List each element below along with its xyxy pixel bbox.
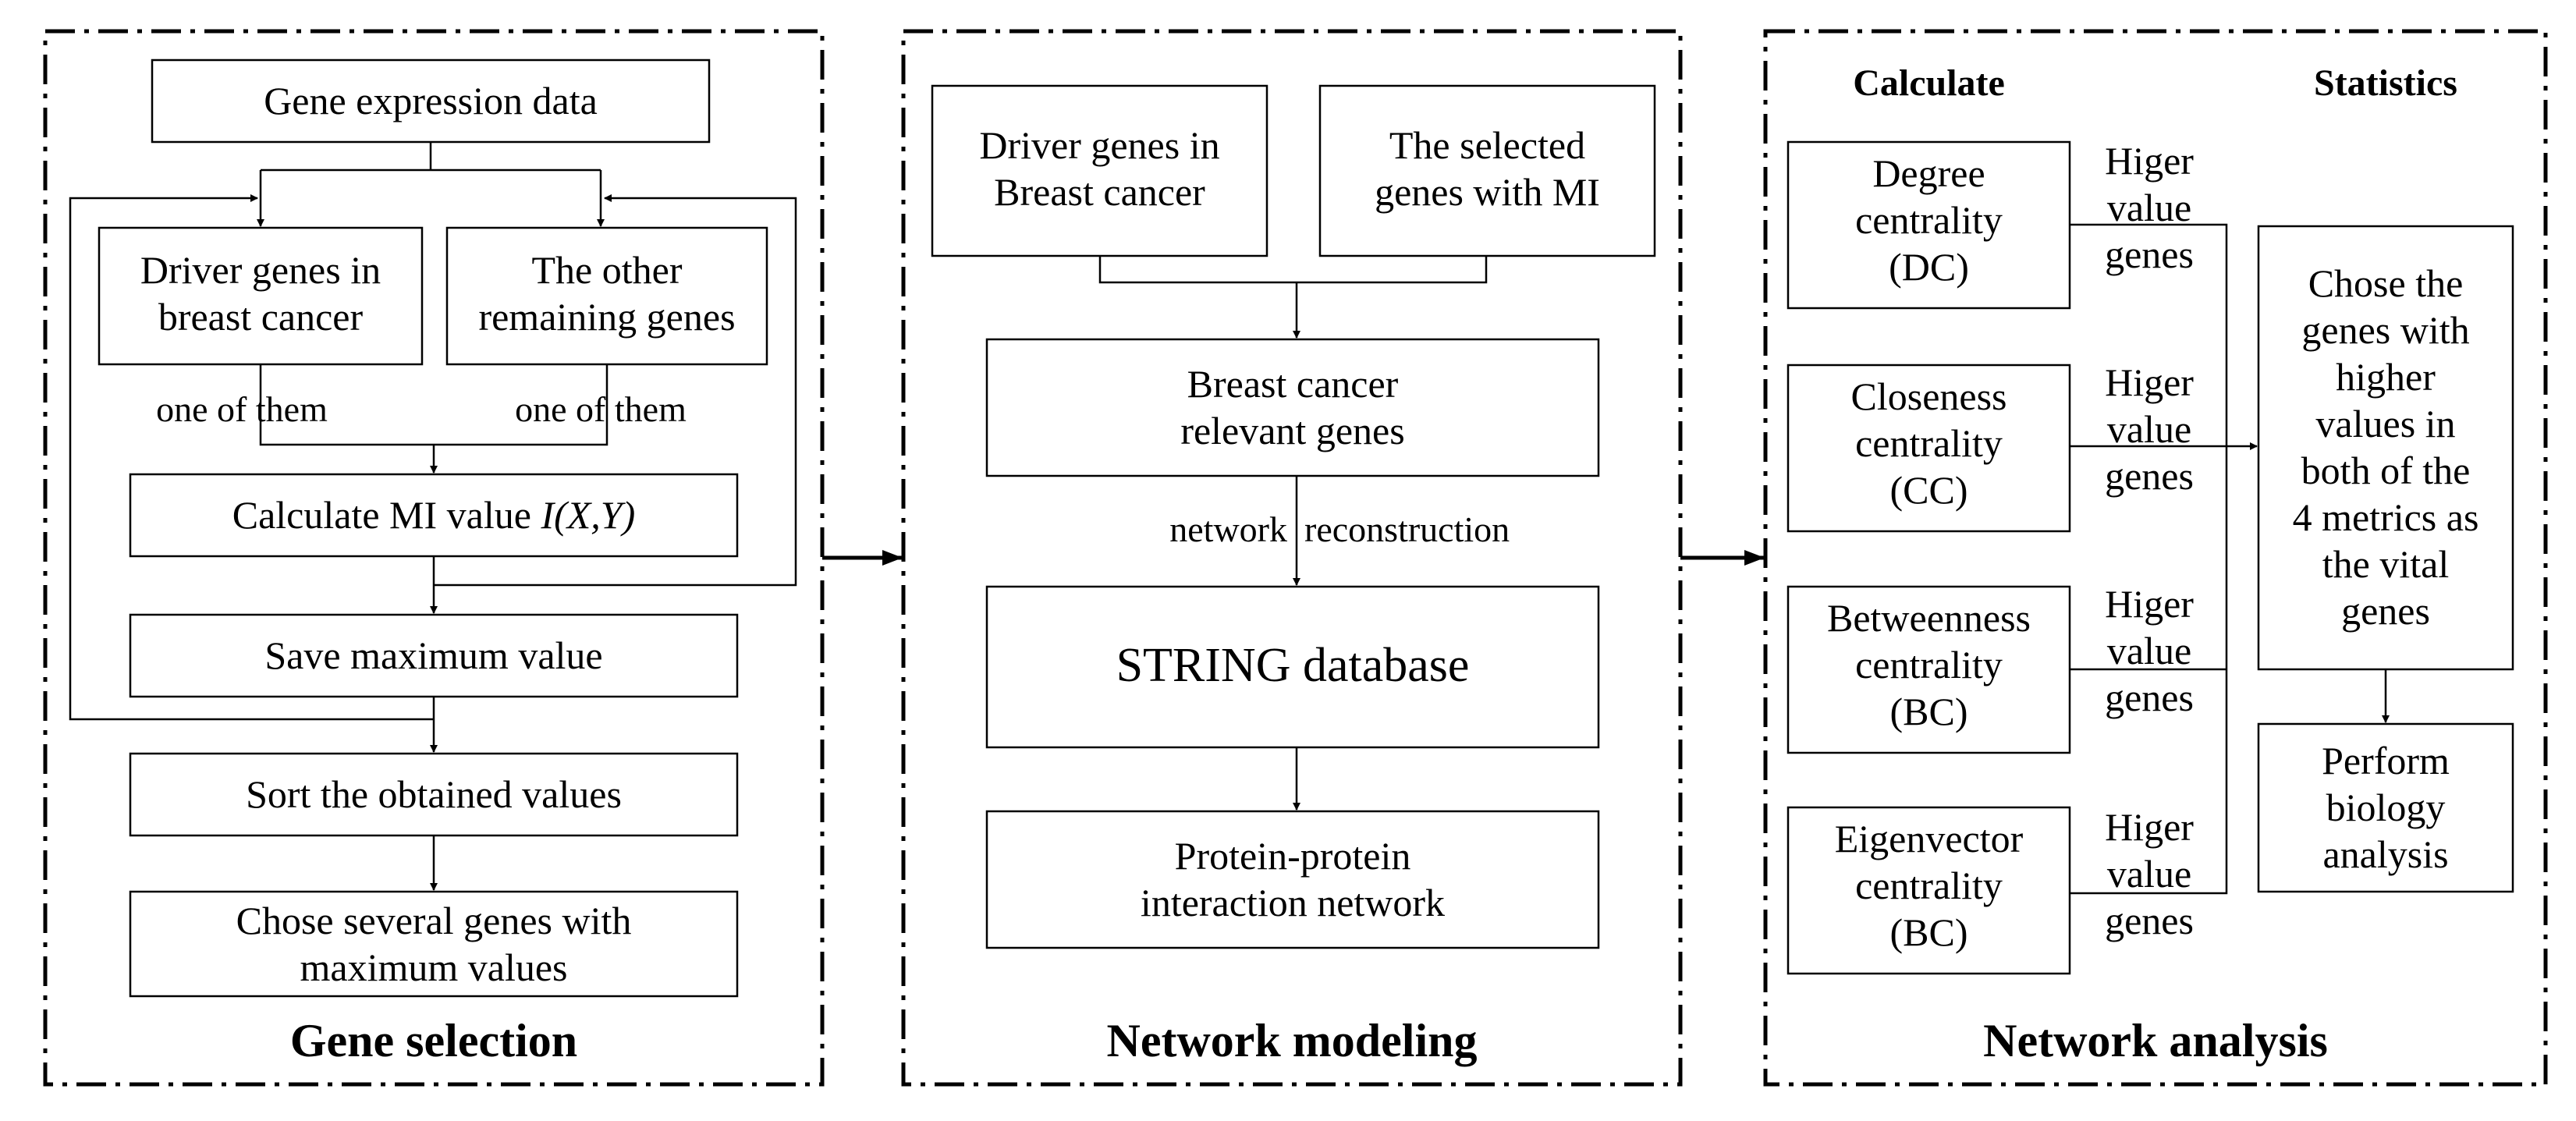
text-line: Breast cancer: [994, 170, 1205, 214]
text-line: Closeness: [1850, 374, 2007, 418]
note-higer-value-genes-bc: Higer value genes: [2075, 580, 2223, 721]
text-line: genes: [2105, 454, 2194, 498]
text-line: Chose several genes with: [236, 899, 632, 942]
note-higer-value-genes-dc: Higer value genes: [2075, 137, 2223, 278]
text-line: genes: [2105, 676, 2194, 719]
text-line: (BC): [1889, 690, 1968, 733]
text-nm-driver-genes: Driver genes in Breast cancer: [932, 122, 1267, 215]
text-line: genes: [2105, 232, 2194, 276]
box-ppi-network: [985, 810, 1600, 949]
box-string-database: [985, 585, 1600, 749]
text-line: Higer: [2105, 139, 2194, 183]
text-line: maximum values: [300, 945, 568, 989]
text-eigenvector-centrality: Eigenvector centrality (BC): [1788, 815, 2070, 956]
text-line: Protein-protein: [1174, 834, 1411, 878]
text-line: genes: [2105, 899, 2194, 942]
text-line: genes: [2341, 589, 2430, 633]
text-string-database: STRING database: [1116, 639, 1470, 692]
note-higer-value-genes-ec: Higer value genes: [2075, 804, 2223, 944]
text-line: relevant genes: [1180, 409, 1405, 452]
text-line: interaction network: [1140, 881, 1446, 924]
text-line: centrality: [1855, 198, 2003, 242]
text-closeness-centrality: Closeness centrality (CC): [1788, 373, 2070, 513]
text-line: (DC): [1889, 245, 1969, 289]
text-perform-biology: Perform biology analysis: [2258, 737, 2513, 878]
label-one-of-them-right: one of them: [515, 389, 687, 429]
box-closeness-centrality: [1787, 364, 2071, 533]
text-line: value: [2106, 407, 2192, 451]
text-line: value: [2106, 186, 2192, 229]
text-degree-centrality: Degree centrality (DC): [1788, 150, 2070, 290]
text-line: Degree: [1872, 151, 1985, 195]
text-line: breast cancer: [158, 295, 364, 339]
text-save-maximum: Save maximum value: [264, 633, 603, 677]
text-line: biology: [2326, 786, 2446, 829]
panel-title-network-modeling: Network modeling: [1106, 1015, 1478, 1066]
text-line: 4 metrics as: [2292, 495, 2479, 539]
text-line: genes with: [2301, 308, 2470, 352]
text-line: Chose the: [2308, 261, 2464, 305]
box-perform-biology: [2257, 722, 2514, 893]
text-line: higher: [2336, 355, 2436, 399]
heading-calculate: Calculate: [1853, 62, 2005, 104]
text-line: Higer: [2105, 360, 2194, 404]
text-relevant-genes: Breast cancer relevant genes: [987, 360, 1598, 454]
text-ppi-network: Protein-protein interaction network: [987, 832, 1598, 926]
text-chose-vital-genes: Chose the genes with higher values in bo…: [2258, 260, 2513, 634]
text-line: centrality: [1855, 643, 2003, 686]
text-calc-mi-prefix: Calculate MI value: [232, 493, 541, 537]
text-line: (CC): [1889, 468, 1968, 512]
text-line: Driver genes in: [979, 123, 1220, 167]
box-relevant-genes: [985, 338, 1600, 477]
text-nm-selected-genes: The selected genes with MI: [1320, 122, 1655, 215]
text-line: Breast cancer: [1187, 362, 1399, 406]
label-network: network: [1169, 509, 1287, 549]
text-line: the vital: [2322, 542, 2450, 586]
label-reconstruction: reconstruction: [1304, 509, 1510, 549]
text-line: centrality: [1855, 421, 2003, 465]
text-calculate-mi: Calculate MI value I(X,Y): [130, 491, 737, 538]
panel-gene-selection-border: [43, 29, 825, 1087]
panel-network-analysis-border: [1763, 29, 2548, 1087]
text-driver-genes-breast: Driver genes in breast cancer: [99, 247, 422, 340]
text-line: genes with MI: [1375, 170, 1600, 214]
text-line: Higer: [2105, 582, 2194, 626]
text-line: centrality: [1855, 864, 2003, 907]
text-line: Higer: [2105, 805, 2194, 849]
box-chose-several: [129, 890, 739, 998]
text-line: both of the: [2301, 449, 2471, 492]
text-line: Driver genes in: [140, 248, 381, 292]
text-other-remaining: The other remaining genes: [447, 247, 767, 340]
box-nm-selected-genes: [1318, 84, 1656, 257]
text-line: Perform: [2322, 739, 2450, 782]
text-line: The other: [531, 248, 683, 292]
text-line: Betweenness: [1826, 596, 2031, 640]
text-line: Eigenvector: [1834, 817, 2024, 860]
note-higer-value-genes-cc: Higer value genes: [2075, 359, 2223, 499]
text-line: remaining genes: [478, 295, 736, 339]
box-eigenvector-centrality: [1787, 806, 2071, 975]
text-line: values in: [2315, 402, 2456, 445]
text-mi-formula: I(X,Y): [541, 493, 636, 537]
heading-statistics: Statistics: [2314, 62, 2457, 104]
text-line: (BC): [1889, 910, 1968, 954]
text-gene-expression: Gene expression data: [264, 79, 598, 122]
panel-title-gene-selection: Gene selection: [289, 1015, 578, 1066]
label-one-of-them-left: one of them: [156, 389, 328, 429]
text-line: The selected: [1389, 123, 1586, 167]
panel-title-network-analysis: Network analysis: [1983, 1015, 2328, 1066]
panel-network-modeling-border: [901, 29, 1683, 1087]
text-sort-values: Sort the obtained values: [246, 772, 622, 816]
text-line: value: [2106, 629, 2192, 672]
text-betweenness-centrality: Betweenness centrality (BC): [1788, 594, 2070, 735]
text-chose-several: Chose several genes with maximum values: [130, 897, 737, 991]
text-line: analysis: [2322, 832, 2449, 876]
text-line: value: [2106, 852, 2192, 896]
